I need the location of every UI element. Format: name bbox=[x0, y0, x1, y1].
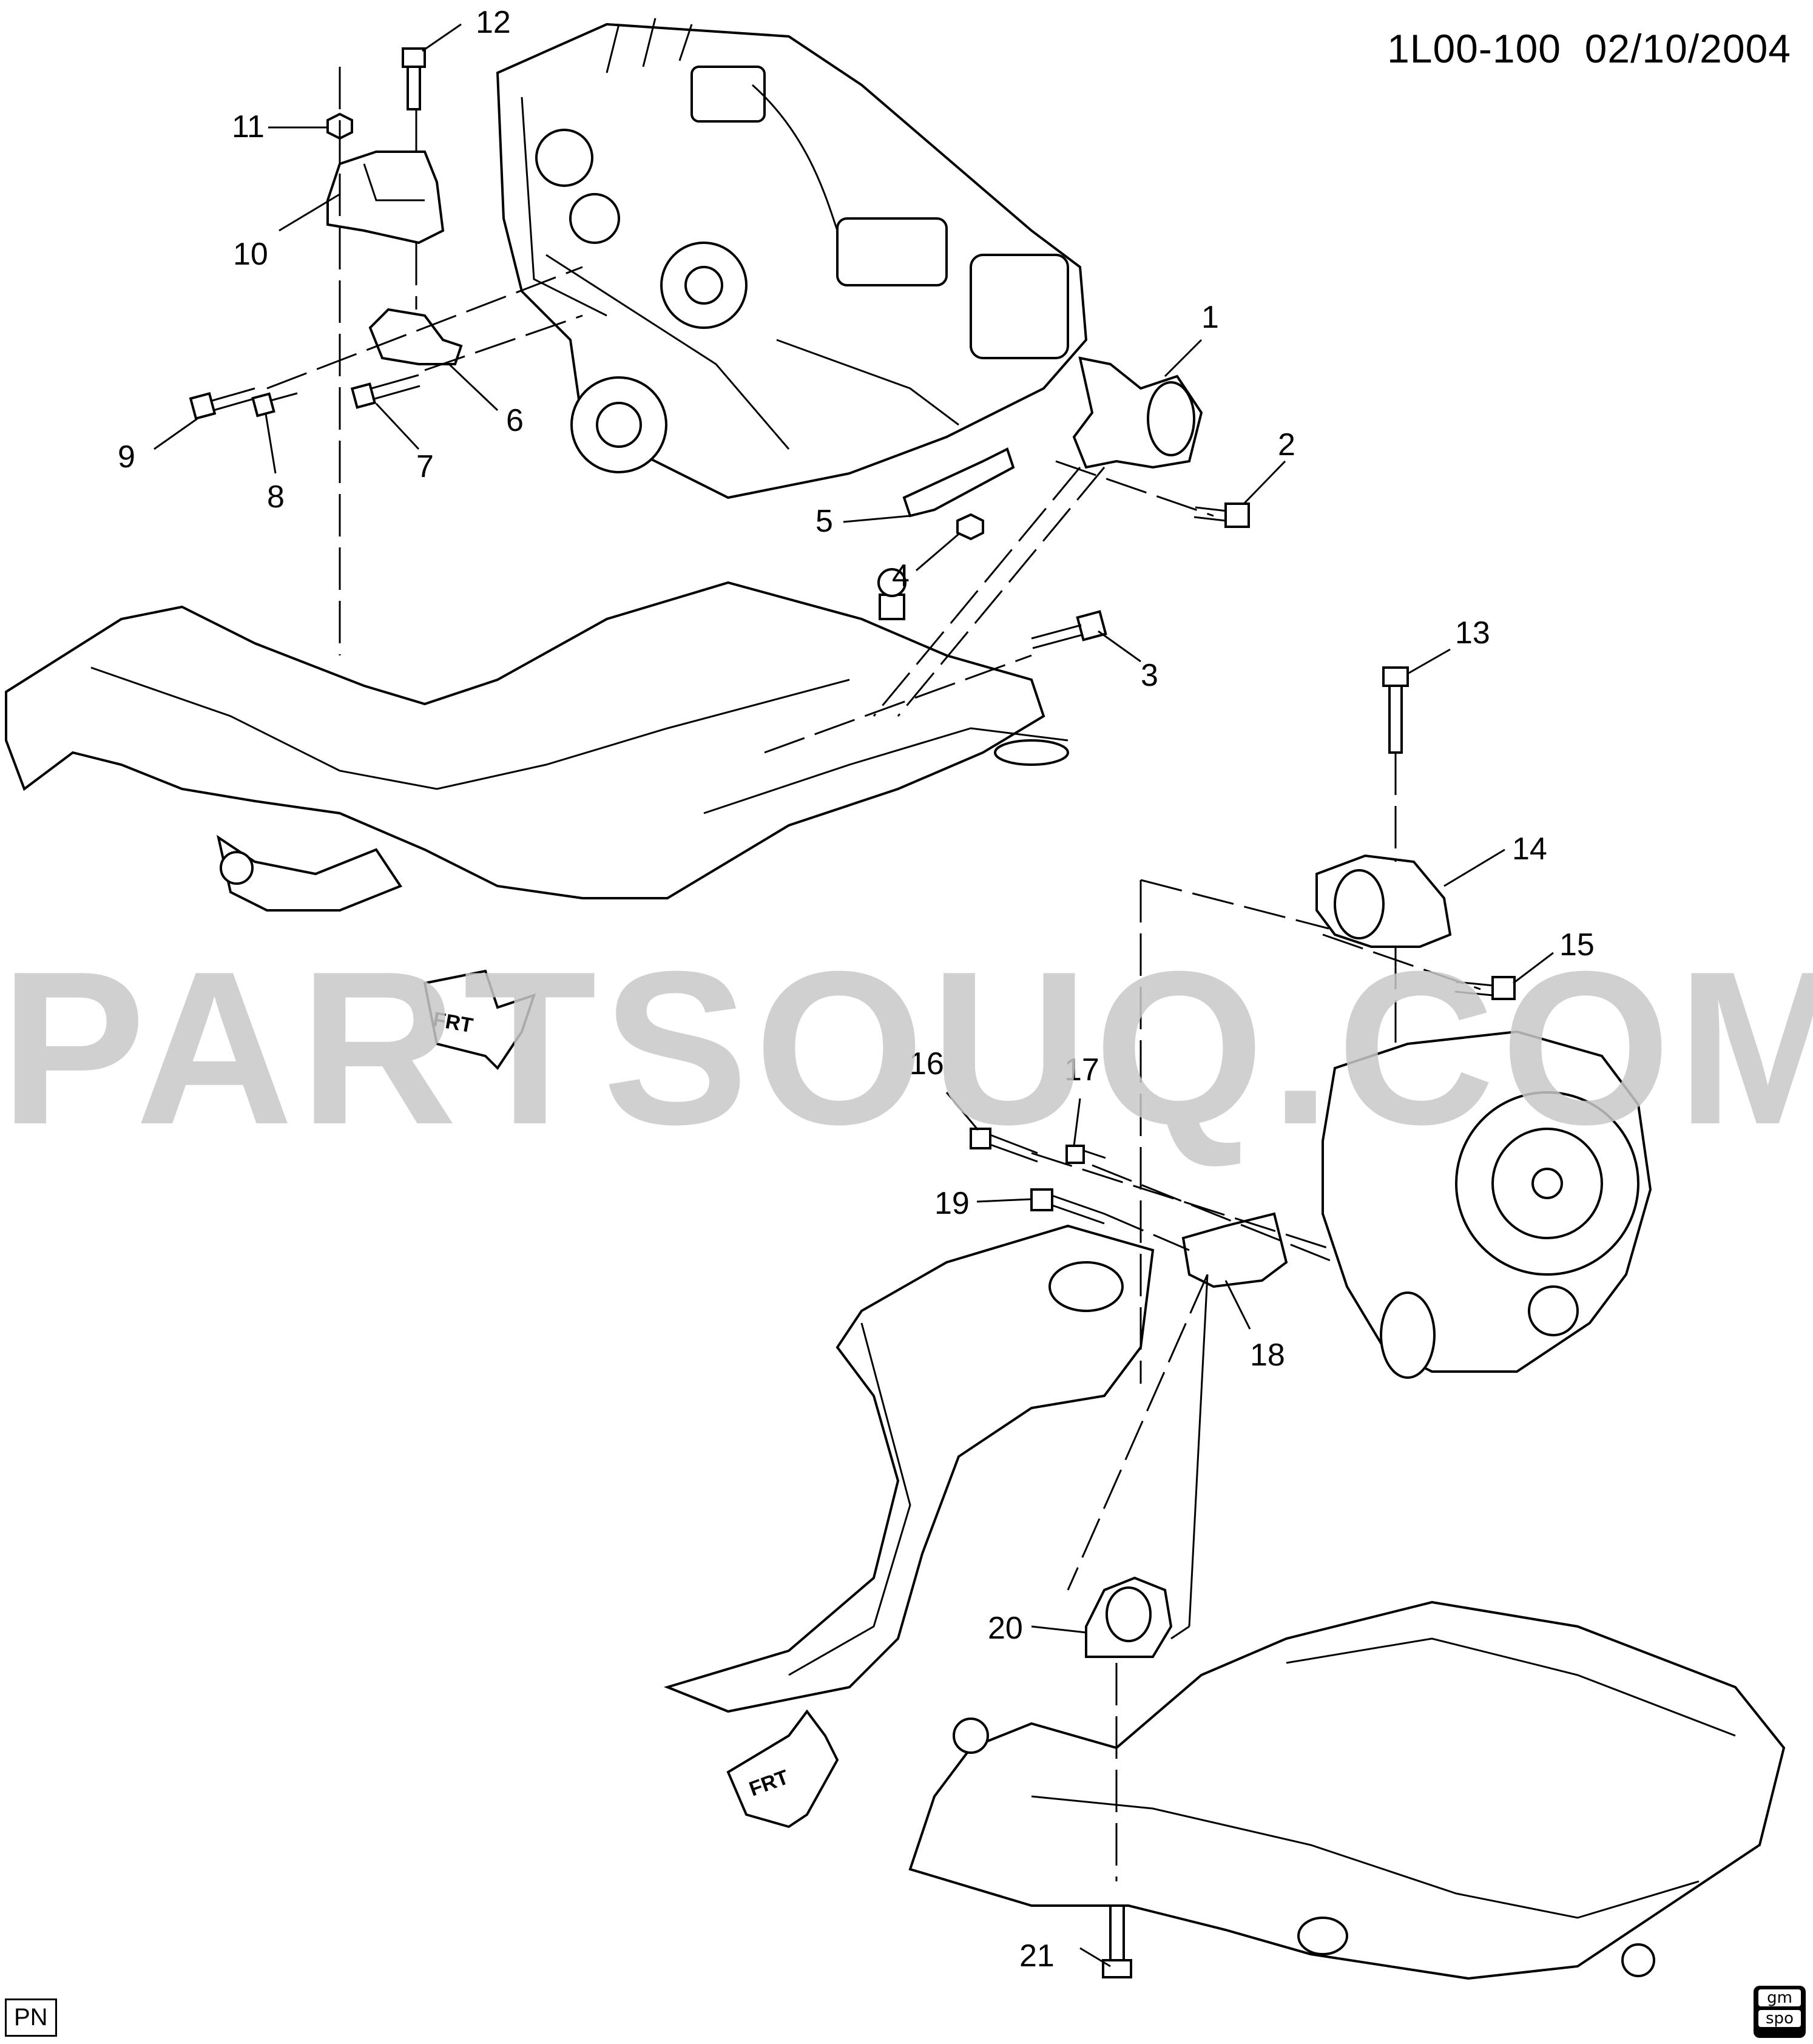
callout-12: 12 bbox=[476, 5, 511, 40]
callout-3: 3 bbox=[1141, 658, 1158, 693]
callout-labels: 1 2 3 4 5 6 7 8 9 10 11 12 13 14 15 16 1… bbox=[118, 5, 1595, 1974]
front-direction-arrow-lower: FRT bbox=[726, 1709, 839, 1829]
bolt-part-4 bbox=[956, 513, 984, 541]
front-cradle-lower bbox=[908, 1600, 1786, 1980]
bolt-part-2 bbox=[1193, 503, 1250, 528]
engine-mount-part-10 bbox=[326, 151, 445, 245]
gm-spo-logo: gm spo bbox=[1754, 1986, 1806, 2038]
alignment-lines bbox=[266, 67, 1481, 1881]
front-cradle-upper bbox=[5, 568, 1069, 912]
leader-lines bbox=[154, 23, 1554, 1968]
bolt-part-13 bbox=[1382, 666, 1409, 754]
bolt-part-16 bbox=[970, 1128, 1038, 1163]
diagram-header: 1L00-100 02/10/2004 bbox=[1387, 25, 1791, 72]
bolt-part-9 bbox=[189, 387, 257, 421]
engine-mount-part-1 bbox=[1072, 356, 1203, 469]
callout-1: 1 bbox=[1201, 300, 1219, 335]
bolt-part-3 bbox=[1031, 610, 1107, 649]
body-frame-rail bbox=[663, 1224, 1155, 1713]
front-direction-arrow-upper: FRT bbox=[423, 969, 536, 1071]
pn-label: PN bbox=[5, 1998, 57, 2037]
callout-18: 18 bbox=[1250, 1338, 1285, 1373]
diagram-date: 02/10/2004 bbox=[1584, 26, 1791, 71]
transmission-mount-part-14 bbox=[1315, 854, 1452, 948]
callout-16: 16 bbox=[909, 1046, 944, 1081]
callout-7: 7 bbox=[416, 449, 434, 484]
bolt-part-8 bbox=[251, 392, 298, 418]
callout-9: 9 bbox=[118, 439, 135, 475]
callout-14: 14 bbox=[1512, 831, 1547, 867]
callout-21: 21 bbox=[1019, 1938, 1055, 1974]
bracket-part-18 bbox=[1181, 1212, 1288, 1288]
callout-8: 8 bbox=[267, 479, 285, 515]
callout-2: 2 bbox=[1278, 427, 1295, 462]
bolt-part-17 bbox=[1065, 1145, 1106, 1164]
transmission-assembly bbox=[1322, 1030, 1652, 1379]
engine-assembly bbox=[496, 18, 1088, 499]
callout-10: 10 bbox=[233, 237, 268, 272]
bolt-part-19 bbox=[1030, 1188, 1105, 1225]
logo-bottom-text: spo bbox=[1758, 2010, 1801, 2027]
callout-15: 15 bbox=[1559, 927, 1595, 963]
mount-bracket-part-6 bbox=[368, 308, 463, 365]
logo-top-text: gm bbox=[1758, 1989, 1801, 2006]
callout-19: 19 bbox=[934, 1186, 970, 1221]
rear-mount-part-20 bbox=[1085, 1576, 1173, 1658]
bracket-part-5 bbox=[902, 447, 1015, 518]
callout-17: 17 bbox=[1064, 1052, 1099, 1088]
bolt-part-12 bbox=[402, 47, 426, 110]
callout-20: 20 bbox=[988, 1611, 1023, 1646]
callout-6: 6 bbox=[506, 403, 524, 438]
diagram-code: 1L00-100 bbox=[1387, 26, 1561, 71]
bolt-part-7 bbox=[350, 374, 420, 409]
callout-5: 5 bbox=[815, 504, 833, 539]
callout-4: 4 bbox=[892, 558, 910, 594]
callout-11: 11 bbox=[232, 109, 265, 144]
callout-13: 13 bbox=[1455, 615, 1490, 651]
bolt-part-15 bbox=[1454, 976, 1516, 1000]
